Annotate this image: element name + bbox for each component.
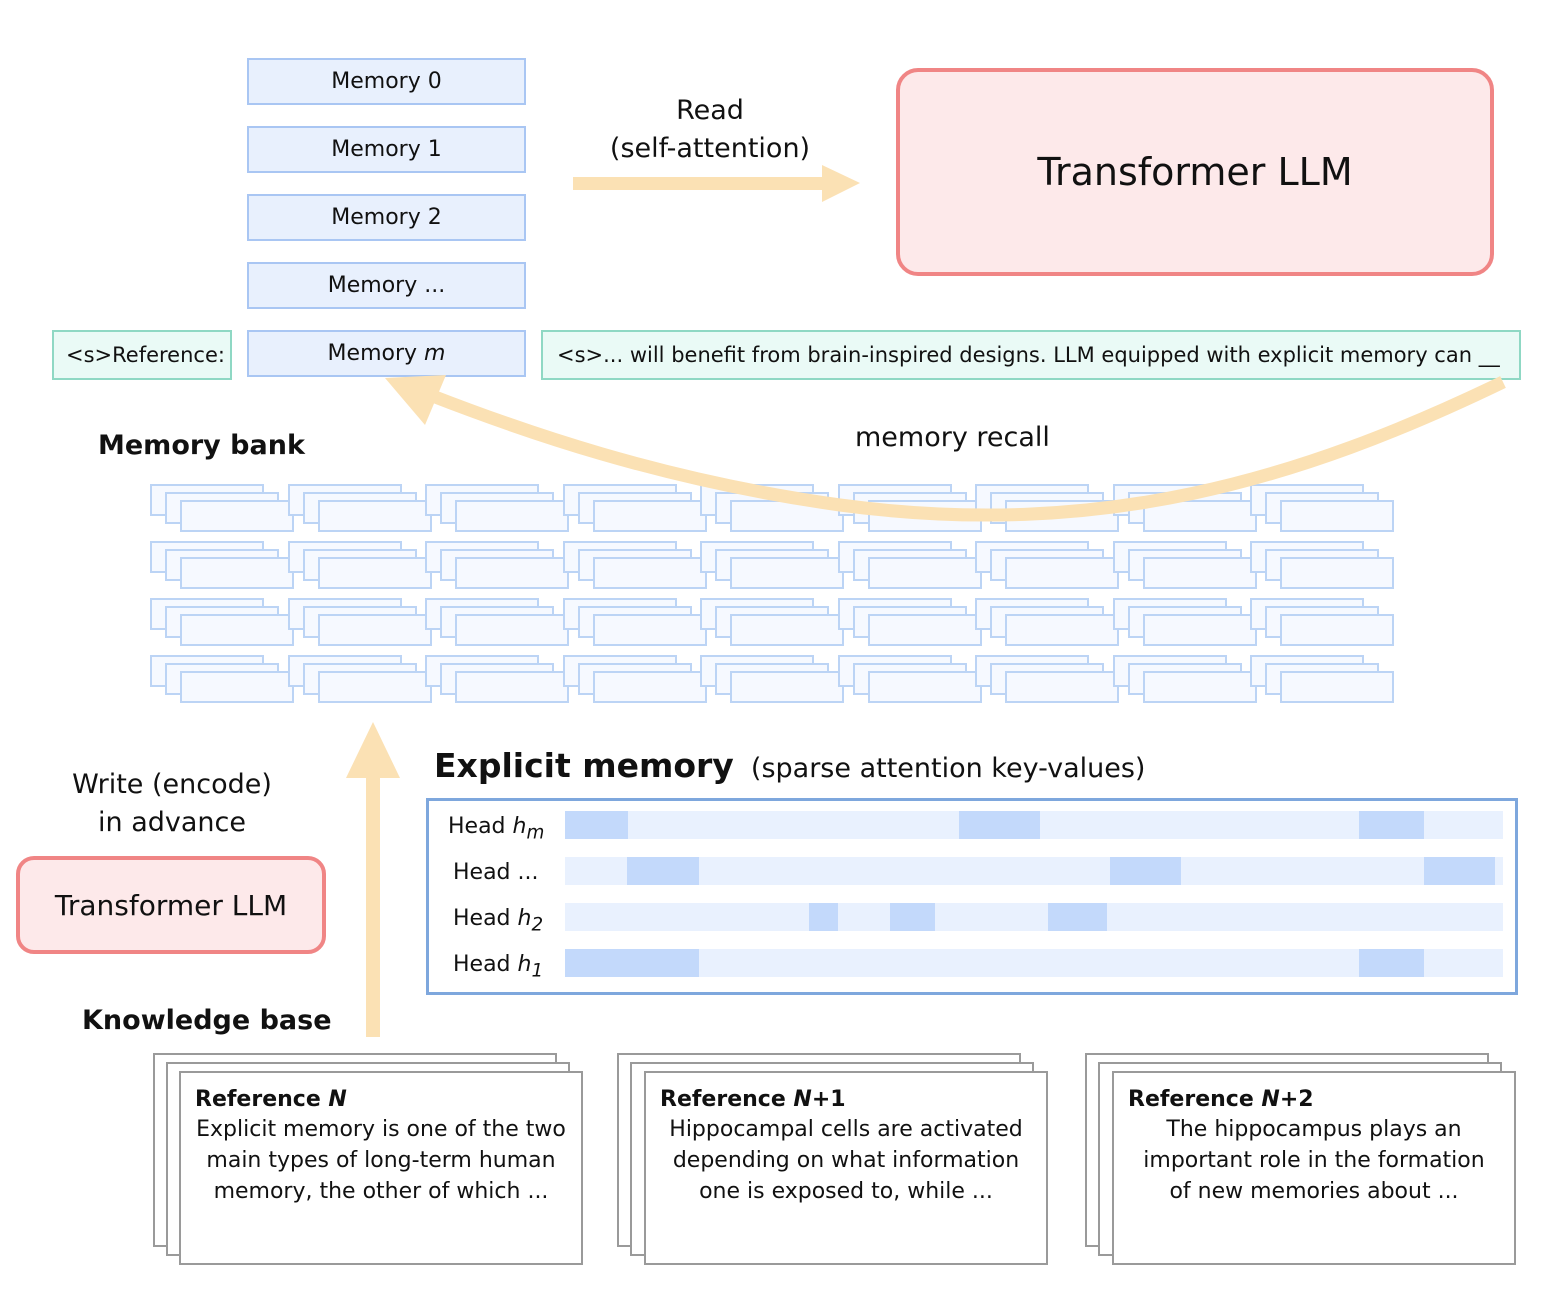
memory-bank-cell [1142, 614, 1257, 646]
memory-bank-cell [1280, 614, 1394, 646]
reference-prefix-box: <s>Reference: [52, 330, 232, 380]
head-row-h2: Head h2 [448, 903, 1508, 935]
memory-bank-cell [1005, 671, 1119, 703]
memory-bank-cell [455, 671, 569, 703]
memory-recall-arrow [385, 375, 1506, 522]
write-arrow [346, 722, 400, 1037]
head-row-hm: Head hm [448, 811, 1508, 843]
knowledge-base-label: Knowledge base [82, 1005, 332, 1036]
memory-bank-cell [592, 557, 707, 589]
memory-bank-cell [180, 614, 294, 646]
memory-bank-cell [867, 557, 982, 589]
memory-bank-cell [180, 500, 294, 532]
memory-bank-cell [317, 614, 432, 646]
memory-bank-cell [1005, 557, 1119, 589]
head-label: Head h1 [453, 952, 544, 982]
attention-bar [565, 811, 1503, 839]
explicit-memory-title: Explicit memory (sparse attention key-va… [434, 746, 1146, 785]
memory-recall-label: memory recall [855, 422, 1050, 453]
memory-bank-cell [180, 557, 294, 589]
attention-bar [565, 949, 1503, 977]
memory-item-ellipsis: Memory ... [247, 262, 526, 309]
memory-bank-cell [455, 500, 569, 532]
memory-bank-cell [180, 671, 294, 703]
head-row-h1: Head h1 [448, 949, 1508, 981]
memory-bank-cell [455, 557, 569, 589]
memory-bank-label: Memory bank [98, 430, 305, 461]
memory-bank-cell [592, 614, 707, 646]
memory-bank-cell [730, 557, 844, 589]
reference-title: Reference N [195, 1087, 347, 1112]
memory-bank-cell [317, 500, 432, 532]
memory-bank-cell [867, 614, 982, 646]
reference-title: Reference N+2 [1128, 1087, 1314, 1112]
memory-item-1: Memory 1 [247, 126, 526, 173]
write-label: Write (encode) in advance [72, 769, 272, 838]
memory-item-m: Memory m [247, 330, 526, 377]
memory-item-2: Memory 2 [247, 194, 526, 241]
memory-bank-cell [867, 671, 982, 703]
head-label: Head ... [453, 860, 539, 885]
top-transformer-llm: Transformer LLM [896, 68, 1494, 276]
read-arrow [573, 165, 860, 202]
memory-bank-cell [1005, 614, 1119, 646]
memory-bank-cell [592, 671, 707, 703]
reference-card-n: Reference N Explicit memory is one of th… [179, 1071, 583, 1265]
head-label: Head h2 [453, 906, 544, 936]
memory-bank-cell [1142, 557, 1257, 589]
memory-bank-cell [317, 671, 432, 703]
head-row-ellipsis: Head ... [448, 857, 1508, 889]
memory-bank-cell [730, 614, 844, 646]
memory-bank-cell [455, 614, 569, 646]
memory-bank-cell [730, 500, 844, 532]
reference-card-n1: Reference N+1 Hippocampal cells are acti… [644, 1071, 1048, 1265]
context-text-box: <s>... will benefit from brain-inspired … [541, 330, 1521, 380]
memory-bank-cell [730, 671, 844, 703]
head-label: Head hm [448, 814, 545, 844]
memory-bank-cell [317, 557, 432, 589]
memory-bank-cell [592, 500, 707, 532]
left-transformer-llm: Transformer LLM [16, 856, 326, 954]
reference-title: Reference N+1 [660, 1087, 846, 1112]
memory-item-0: Memory 0 [247, 58, 526, 105]
memory-bank-cell [1280, 500, 1394, 532]
memory-bank-cell [1280, 671, 1394, 703]
memory-bank-cell [1280, 557, 1394, 589]
attention-bar [565, 903, 1503, 931]
memory-bank-cell [1142, 671, 1257, 703]
attention-bar [565, 857, 1503, 885]
read-label: Read (self-attention) [609, 95, 811, 164]
